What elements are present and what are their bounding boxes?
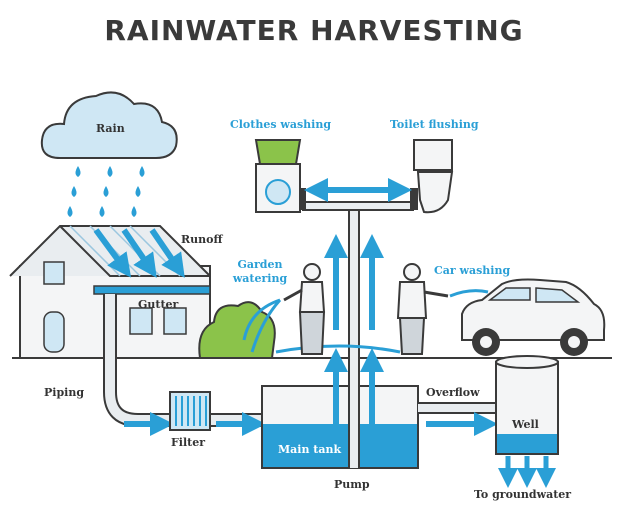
toilet (413, 139, 454, 214)
label-filter: Filter (171, 436, 206, 449)
label-main-tank: Main tank (278, 443, 342, 456)
rain-cloud (40, 91, 178, 159)
pump-arrows (324, 234, 384, 460)
water-sprays (242, 289, 489, 354)
filter (169, 391, 211, 431)
washing-machine (254, 139, 302, 213)
well (495, 355, 559, 455)
piping (103, 294, 270, 427)
runoff-arrows (93, 228, 185, 278)
label-gutter: Gutter (138, 298, 179, 311)
label-overflow: Overflow (426, 386, 480, 399)
groundwater-arrows (498, 456, 556, 488)
diagram-title: RAINWATER HARVESTING (104, 14, 524, 47)
label-pump: Pump (334, 478, 370, 491)
pump-pipe (298, 188, 418, 468)
label-toilet-flushing: Toilet flushing (390, 118, 479, 131)
gutter (93, 285, 211, 295)
label-clothes-washing: Clothes washing (230, 118, 332, 131)
label-car-washing: Car washing (434, 264, 511, 277)
person-gardening (283, 263, 326, 355)
car (461, 278, 606, 356)
label-well: Well (512, 418, 539, 431)
rain-drops (67, 166, 145, 217)
label-to-groundwater: To groundwater (474, 488, 572, 501)
label-garden-watering-line1: Garden (237, 258, 283, 271)
label-runoff: Runoff (181, 233, 223, 246)
label-piping: Piping (44, 386, 85, 399)
main-tank (261, 385, 419, 469)
label-rain: Rain (96, 122, 125, 135)
label-garden-watering-line2: watering (232, 272, 288, 285)
person-car-washing (396, 263, 449, 355)
